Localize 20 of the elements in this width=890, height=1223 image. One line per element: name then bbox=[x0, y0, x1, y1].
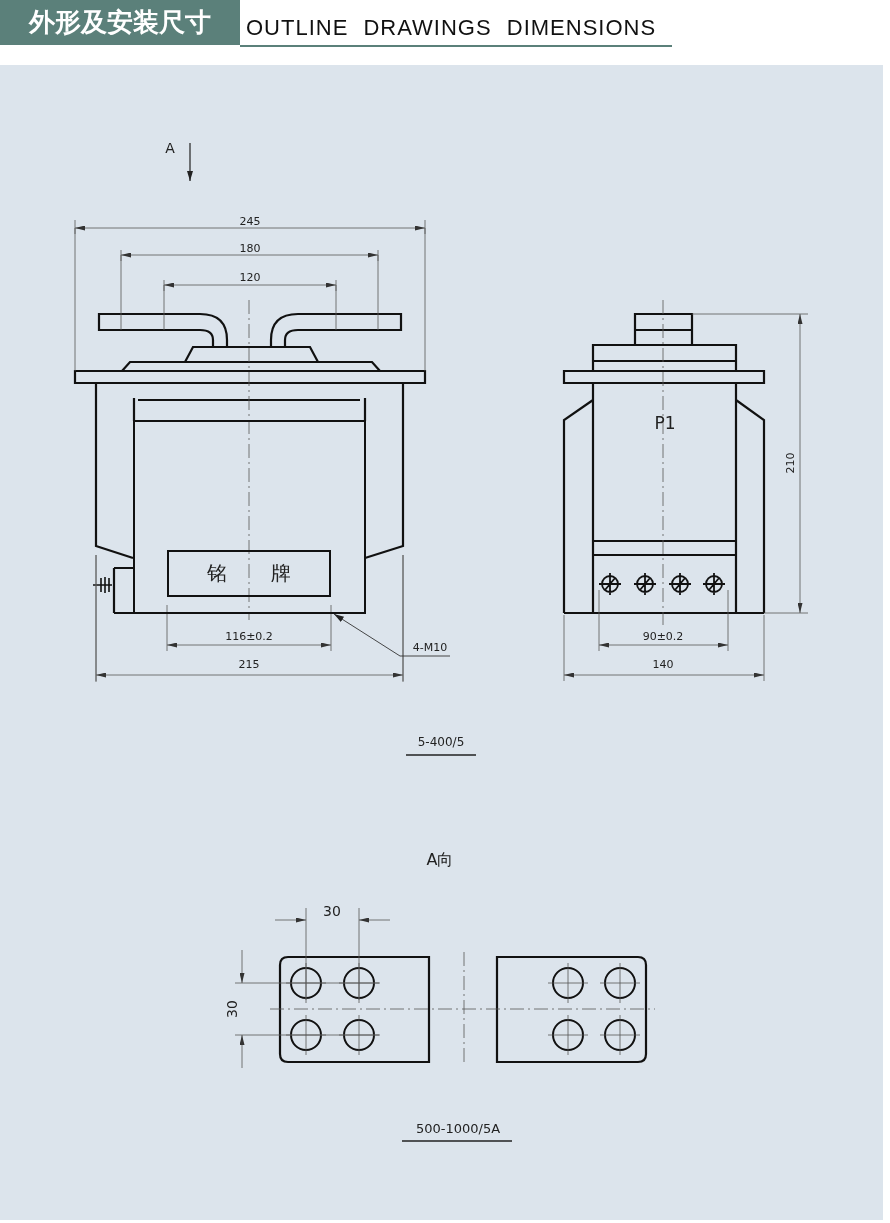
callout-text: 4-M10 bbox=[410, 640, 450, 654]
dimension-text: 30 bbox=[225, 1000, 239, 1018]
caption-text: 500-1000/5A bbox=[415, 1121, 501, 1135]
dimension-text: 120 bbox=[239, 271, 261, 283]
dimension-text: 210 bbox=[784, 452, 796, 474]
dimension-text: 116±0.2 bbox=[225, 630, 273, 642]
nameplate-box: 铭 牌 bbox=[166, 549, 331, 597]
title-banner: 外形及安装尺寸 bbox=[0, 0, 240, 45]
dimension-text: 215 bbox=[238, 658, 260, 670]
caption-text: 5-400/5 bbox=[417, 736, 465, 748]
dimension-text: 245 bbox=[239, 215, 261, 227]
dimension-text: 140 bbox=[652, 658, 674, 670]
view-title: A向 bbox=[426, 852, 454, 868]
part-label: P1 bbox=[654, 414, 676, 432]
dimension-text: 90±0.2 bbox=[642, 630, 684, 642]
view-letter: A bbox=[165, 141, 175, 155]
housing-box bbox=[133, 420, 366, 614]
dimension-text: 30 bbox=[323, 904, 341, 918]
dimension-text: 180 bbox=[239, 242, 261, 254]
subtitle-text: OUTLINE DRAWINGS DIMENSIONS bbox=[246, 17, 657, 39]
